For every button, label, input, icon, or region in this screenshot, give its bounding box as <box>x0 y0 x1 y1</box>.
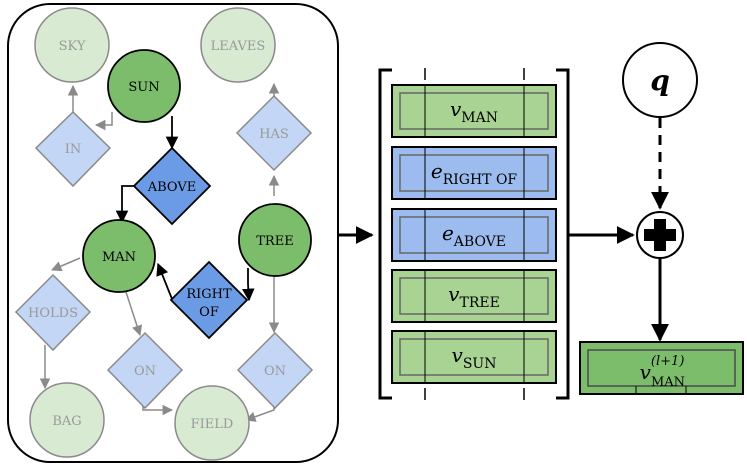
svg-text:MAN: MAN <box>651 375 685 390</box>
svg-text:HOLDS: HOLDS <box>28 306 78 321</box>
svg-text:SKY: SKY <box>59 39 86 54</box>
svg-text:v(l+1): v(l+1) <box>640 354 685 384</box>
stack-row-e-right-of: eRIGHT OF <box>391 146 557 200</box>
svg-text:ABOVE: ABOVE <box>147 180 197 195</box>
svg-text:MAN: MAN <box>102 250 136 265</box>
svg-text:q: q <box>650 64 670 97</box>
highlighted-edges <box>115 116 255 302</box>
output-box: v(l+1) MAN <box>579 341 744 395</box>
sum-plus-icon <box>636 211 684 259</box>
stack-row-e-above: eABOVE <box>391 208 557 262</box>
node-right-of: RIGHT OF <box>169 260 249 340</box>
node-man: MAN <box>82 219 156 293</box>
stack-row-v-man: vMAN <box>391 84 557 138</box>
node-above: ABOVE <box>132 146 212 226</box>
node-in: IN <box>34 110 112 188</box>
svg-text:eRIGHT OF: eRIGHT OF <box>431 159 518 188</box>
query-node: q <box>622 42 698 118</box>
node-leaves: LEAVES <box>200 7 276 83</box>
node-bag: BAG <box>29 382 105 458</box>
svg-text:IN: IN <box>65 142 82 157</box>
svg-text:vTREE: vTREE <box>448 282 500 311</box>
bracket-ticks <box>424 68 525 400</box>
node-on-right: ON <box>236 331 314 410</box>
node-sky: SKY <box>34 7 110 83</box>
node-holds: HOLDS <box>14 273 92 352</box>
stack-row-v-sun: vSUN <box>391 330 557 384</box>
svg-text:OF: OF <box>199 305 219 320</box>
node-on-left: ON <box>106 331 184 410</box>
svg-text:vSUN: vSUN <box>452 343 497 372</box>
svg-text:LEAVES: LEAVES <box>211 39 266 54</box>
svg-text:BAG: BAG <box>52 414 81 429</box>
node-tree: TREE <box>238 203 312 277</box>
node-has: HAS <box>235 94 313 172</box>
svg-text:TREE: TREE <box>256 234 293 249</box>
svg-text:RIGHT: RIGHT <box>186 287 232 302</box>
svg-text:vMAN: vMAN <box>450 97 498 126</box>
node-sun: SUN <box>107 49 181 123</box>
svg-text:SUN: SUN <box>128 80 159 95</box>
node-field: FIELD <box>174 385 250 461</box>
svg-text:ON: ON <box>264 364 286 379</box>
stack-row-v-tree: vTREE <box>391 269 557 323</box>
svg-text:ON: ON <box>134 364 156 379</box>
svg-text:FIELD: FIELD <box>191 417 234 432</box>
svg-text:HAS: HAS <box>259 127 289 142</box>
svg-text:eABOVE: eABOVE <box>442 221 506 250</box>
